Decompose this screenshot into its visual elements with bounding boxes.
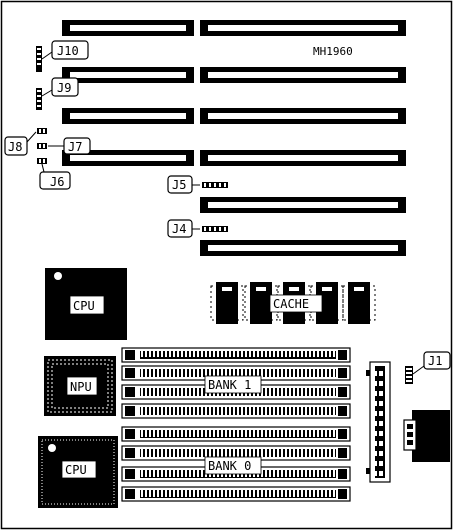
npu-label: NPU [70,380,92,394]
jumper-j1: J1 [405,351,451,384]
jumper-j8: J8 [4,128,47,156]
jumper-j1-label: J1 [428,354,442,368]
jumper-j7-label: J7 [68,140,82,154]
power-connector [366,361,391,483]
cpu-chip-bottom: CPU [38,436,118,508]
memory-banks: BANK 1 BANK 0 [121,347,351,502]
cpu-chip-top: CPU [45,268,127,340]
simm-slot [121,426,351,442]
board-model-label: MH1960 [313,45,353,58]
jumper-j6: J6 [37,158,71,190]
npu-chip: NPU [44,356,116,416]
jumper-j8-label: J8 [8,140,22,154]
expansion-slots-left [62,20,194,166]
bank-1-label: BANK 1 [208,378,251,392]
cache-chip [210,282,244,324]
keyboard-connector [403,410,450,462]
simm-slot [121,347,351,363]
jumper-j5: J5 [167,175,228,194]
cache-chip [342,282,376,324]
cpu-bottom-label: CPU [65,463,87,477]
expansion-slots-right [200,20,406,256]
jumper-j6-label: J6 [50,175,64,189]
cache-label: CACHE [273,297,309,311]
jumper-j10-label: J10 [57,44,79,58]
jumper-j10: J10 [36,40,89,72]
cache-chips: CACHE [210,282,376,324]
cpu-top-label: CPU [73,299,95,313]
simm-slot [121,486,351,502]
cache-chip [244,282,278,324]
simm-slot [121,445,351,461]
jumper-j4: J4 [167,219,228,238]
bank-0-label: BANK 0 [208,459,251,473]
jumper-j9: J9 [36,77,79,110]
jumper-j5-label: J5 [172,178,186,192]
simm-slot [121,403,351,419]
jumper-j4-label: J4 [172,222,186,236]
jumper-j9-label: J9 [57,81,71,95]
jumper-j7: J7 [37,137,91,155]
